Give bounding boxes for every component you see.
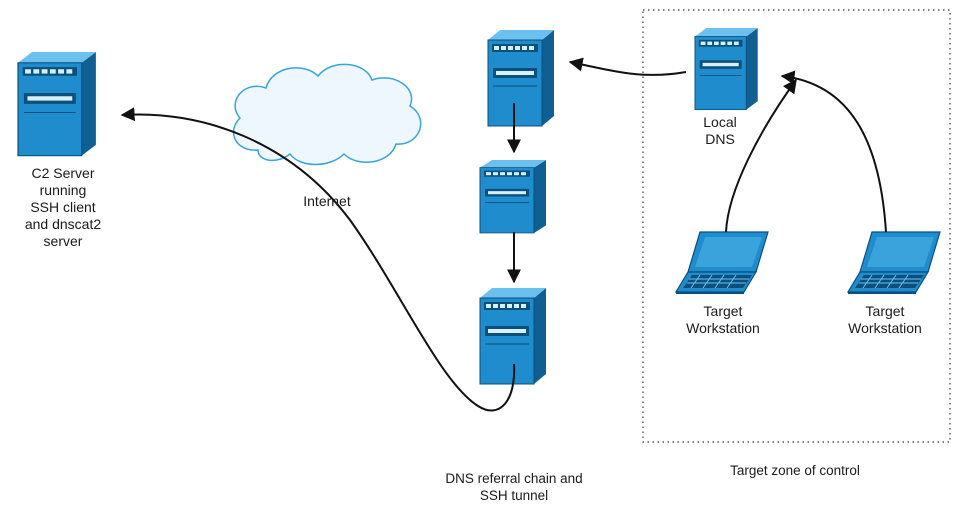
- arrow-icon: [568, 57, 687, 76]
- local-dns-label: Local DNS: [703, 114, 737, 147]
- arrow-icon: [725, 78, 797, 233]
- internet-label: Internet: [303, 193, 351, 209]
- workstation-right-label: Target Workstation: [848, 303, 922, 336]
- arrow-icon: [780, 70, 887, 233]
- target-zone-boundary: [642, 9, 951, 443]
- target-zone-label: Target zone of control: [730, 463, 860, 478]
- server-icon: [479, 159, 547, 234]
- dns-chain-label: DNS referral chain and SSH tunnel: [445, 471, 583, 503]
- server-icon: [479, 287, 547, 385]
- server-icon: [694, 27, 759, 111]
- cloud-icon: [232, 63, 422, 166]
- server-icon: [487, 29, 555, 127]
- laptop-icon: [675, 231, 769, 295]
- arrow-icon: [120, 107, 516, 412]
- server-icon: [17, 51, 97, 157]
- workstation-left-label: Target Workstation: [686, 303, 760, 336]
- c2-server-label: C2 Server running SSH client and dnscat2…: [24, 165, 102, 249]
- laptop-icon: [847, 231, 941, 295]
